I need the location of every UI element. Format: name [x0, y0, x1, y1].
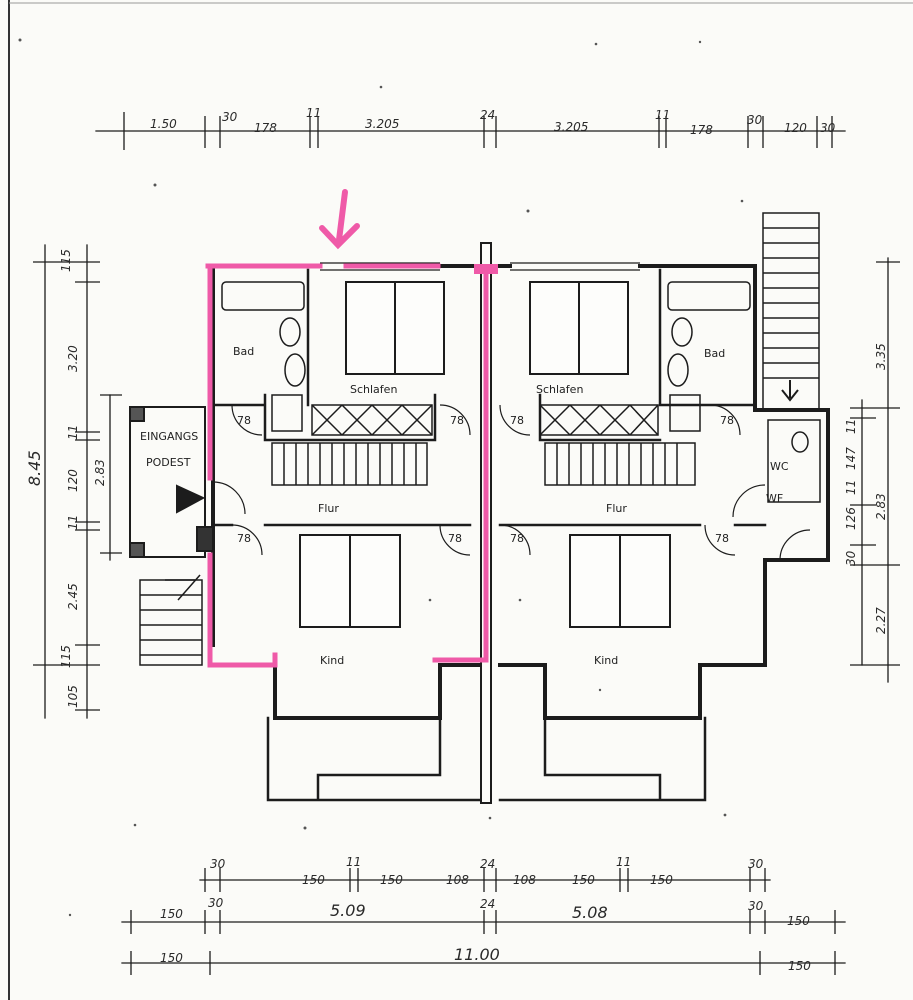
bottom-row2-5: 5.08 [572, 903, 608, 922]
room-labels: Bad Schlafen Flur Kind EINGANGS PODEST B… [140, 345, 789, 667]
door-swings [212, 404, 811, 561]
top-dim-12: 30 [820, 121, 836, 135]
top-dim-5: 3.205 [365, 117, 399, 131]
bottom-row1-1: 30 [210, 857, 226, 871]
left-dim-v9: 115 [59, 645, 73, 668]
room-flur-right: Flur [606, 502, 627, 515]
bathroom-fixtures [221, 281, 821, 503]
highlighted-walls [205, 263, 498, 668]
room-flur-left: Flur [318, 502, 339, 515]
bottom-row2-1: 150 [160, 907, 183, 921]
room-bad-right: Bad [704, 347, 725, 360]
top-dim-11: 120 [784, 121, 807, 135]
entrance-porch [129, 406, 214, 601]
top-dim-8: 11 [655, 108, 670, 122]
right-dim-r4: 2.83 [874, 493, 888, 520]
door-width-5: 78 [237, 532, 251, 545]
room-schlafen-left: Schlafen [350, 383, 397, 396]
bottom-row1-7: 108 [513, 873, 536, 887]
bottom-row1-3: 11 [346, 855, 361, 869]
right-dim-r1: 3.35 [874, 343, 888, 370]
room-schlafen-right: Schlafen [536, 383, 583, 396]
bottom-row1-6: 24 [480, 857, 495, 871]
bottom-row1-8: 150 [572, 873, 595, 887]
left-dim-v7: 11 [66, 515, 80, 530]
room-kind-right: Kind [594, 654, 618, 667]
right-dim-r5: 11 [844, 480, 858, 495]
right-dim-r7: 30 [844, 550, 858, 566]
top-dim-1: 1.50 [150, 117, 177, 131]
door-width-3: 78 [510, 414, 524, 427]
room-eingang-1: EINGANGS [140, 430, 198, 443]
left-dim-v3: 3.20 [66, 345, 80, 372]
bottom-row1-5: 108 [446, 873, 469, 887]
top-dim-2: 30 [222, 110, 238, 124]
bottom-row3-1: 150 [160, 951, 183, 965]
bottom-row2-4: 24 [480, 897, 495, 911]
door-width-7: 78 [510, 532, 524, 545]
right-dimension-lines: 3.35 11 147 2.83 11 126 30 2.27 [844, 257, 900, 683]
bottom-row3-2: 11.00 [454, 945, 500, 964]
top-dim-6: 24 [480, 108, 495, 122]
beds [299, 281, 671, 628]
room-kind-left: Kind [320, 654, 344, 667]
scan-speckles [18, 38, 744, 917]
bottom-row1-2: 150 [302, 873, 325, 887]
right-dim-r3: 147 [844, 447, 858, 470]
top-dim-10: 30 [747, 113, 763, 127]
door-width-4: 78 [720, 414, 734, 427]
bottom-row2-6: 30 [748, 899, 764, 913]
bottom-row2-3: 5.09 [330, 901, 366, 920]
bottom-row2-7: 150 [787, 914, 810, 928]
bottom-row1-11: 30 [748, 857, 764, 871]
bottom-row1-9: 11 [616, 855, 631, 869]
door-width-2: 78 [450, 414, 464, 427]
door-width-8: 78 [715, 532, 729, 545]
left-dim-v8: 2.45 [66, 583, 80, 610]
left-dim-v6: 2.83 [93, 459, 107, 486]
right-dim-r2: 11 [844, 419, 858, 434]
door-width-1: 78 [237, 414, 251, 427]
door-width-labels: 78 78 78 78 78 78 78 78 [237, 414, 734, 545]
bottom-row2-2: 30 [208, 896, 224, 910]
left-dim-total: 8.45 [25, 450, 44, 486]
right-dim-r8: 2.27 [874, 607, 888, 634]
left-dim-v10: 105 [66, 685, 80, 708]
bottom-row1-4: 150 [380, 873, 403, 887]
top-dim-9: 178 [690, 123, 713, 137]
door-width-6: 78 [448, 532, 462, 545]
bottom-row1-10: 150 [650, 873, 673, 887]
top-dim-4: 11 [306, 106, 321, 120]
left-dimension-lines: 8.45 115 3.20 11 120 2.83 11 2.45 115 10… [25, 244, 122, 719]
left-dim-v5: 120 [66, 469, 80, 492]
top-dim-7: 3.205 [554, 120, 588, 134]
wardrobes [311, 404, 659, 436]
room-wf: WF [766, 492, 783, 505]
room-bad-left: Bad [233, 345, 254, 358]
stair-arrow-icon [781, 380, 799, 402]
room-eingang-2: PODEST [146, 456, 191, 469]
room-wc: WC [770, 460, 789, 473]
bottom-dimension-lines: 30 150 11 150 108 24 108 150 11 150 30 1… [121, 855, 846, 975]
left-dim-v2: 115 [59, 249, 73, 272]
right-dim-r6: 126 [844, 507, 858, 530]
pink-arrow-marker [319, 189, 360, 250]
top-dim-3: 178 [254, 121, 277, 135]
left-dim-v4: 11 [66, 425, 80, 440]
bottom-row3-3: 150 [788, 959, 811, 973]
top-dimension-line: 1.50 30 178 11 3.205 24 3.205 11 178 30 … [95, 106, 846, 150]
